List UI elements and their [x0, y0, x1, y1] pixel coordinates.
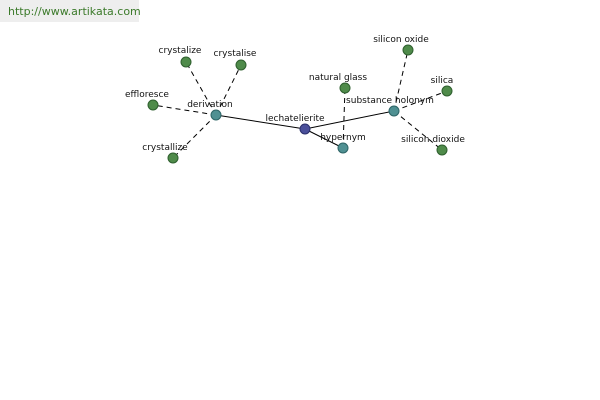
- edge-derivation-effloresce: [152, 104, 217, 116]
- site-url-link[interactable]: http://www.artikata.com: [8, 5, 141, 18]
- node-derivation[interactable]: [210, 109, 222, 121]
- label-hypernym[interactable]: hypernym: [320, 133, 366, 143]
- graph-nodes: [147, 44, 453, 164]
- edge-center-substance-holonym: [304, 110, 395, 130]
- node-crystalize[interactable]: [180, 56, 192, 68]
- edge-center-derivation: [215, 114, 306, 130]
- edge-holonym-silicon-oxide: [393, 49, 409, 112]
- label-effloresce[interactable]: effloresce: [125, 90, 169, 100]
- edge-derivation-crystalise: [215, 64, 242, 116]
- label-substance-holonym[interactable]: substance holonym: [346, 96, 434, 106]
- edge-hypernym-natural-glass: [342, 87, 346, 149]
- node-effloresce[interactable]: [147, 99, 159, 111]
- label-crystalize[interactable]: crystalize: [159, 46, 202, 56]
- node-substance-holonym[interactable]: [388, 105, 400, 117]
- label-silicon-oxide[interactable]: silicon oxide: [373, 35, 429, 45]
- label-silica[interactable]: silica: [431, 76, 454, 86]
- label-lechatelierite[interactable]: lechatelierite: [265, 114, 325, 124]
- label-crystallize[interactable]: crystallize: [142, 143, 188, 153]
- node-lechatelierite[interactable]: [299, 123, 311, 135]
- label-silicon-dioxide[interactable]: silicon dioxide: [401, 135, 465, 145]
- edge-holonym-silica: [393, 90, 448, 112]
- label-natural-glass[interactable]: natural glass: [309, 73, 367, 83]
- node-crystalise[interactable]: [235, 59, 247, 71]
- node-silicon-dioxide[interactable]: [436, 144, 448, 156]
- graph-edges: [152, 49, 448, 159]
- label-derivation[interactable]: derivation: [187, 100, 233, 110]
- edge-center-hypernym: [304, 128, 344, 149]
- node-natural-glass[interactable]: [339, 82, 351, 94]
- node-hypernym[interactable]: [337, 142, 349, 154]
- node-crystallize[interactable]: [167, 152, 179, 164]
- url-bar: http://www.artikata.com: [0, 0, 141, 22]
- edge-derivation-crystalize: [185, 61, 217, 116]
- label-crystalise[interactable]: crystalise: [214, 49, 257, 59]
- node-silicon-oxide[interactable]: [402, 44, 414, 56]
- edge-holonym-silicon-dioxide: [393, 110, 443, 151]
- graph-labels: crystalize crystalise effloresce derivat…: [125, 35, 465, 153]
- node-silica[interactable]: [441, 85, 453, 97]
- edge-derivation-crystallize: [172, 114, 217, 159]
